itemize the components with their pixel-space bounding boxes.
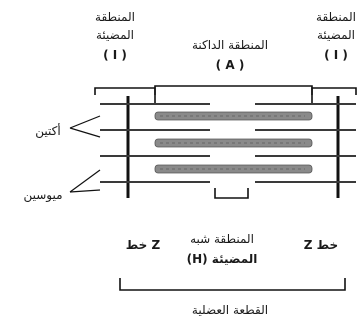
myosin-pointer <box>69 169 101 193</box>
actin-label: أكتين <box>35 124 61 138</box>
h-zone-line1: المنطقة شبه <box>190 232 254 246</box>
i-band-left-bracket <box>94 87 156 95</box>
i-band-left-line2: المضيئة <box>95 28 134 42</box>
myosin-pointer <box>69 189 101 193</box>
sarcomere-bracket <box>119 278 346 291</box>
h-zone-line2: المضيئة (H) <box>186 252 258 266</box>
z-line-right-label: خط Z <box>303 238 339 252</box>
actin-pointer <box>69 115 101 129</box>
i-band-right-bracket <box>311 87 357 95</box>
i-band-left-label: المنطقة المضيئة ( I ) <box>95 10 135 62</box>
actin-pointer <box>69 127 101 138</box>
a-band-bracket <box>154 85 313 103</box>
i-band-right-line2: المضيئة <box>316 28 355 42</box>
z-line-left-label: Z خط <box>125 238 161 252</box>
i-band-right-label: المنطقة المضيئة ( I ) <box>312 10 360 62</box>
i-band-left-code: ( I ) <box>103 48 127 62</box>
h-zone-bracket <box>214 188 249 199</box>
sarcomere-label: القطعة العضلية <box>191 303 269 317</box>
i-band-right-line1: المنطقة <box>316 10 356 24</box>
i-band-left-line1: المنطقة <box>95 10 135 24</box>
h-zone-label: المنطقة شبه المضيئة (H) <box>172 232 272 266</box>
a-band-line1: المنطقة الداكنة <box>191 38 269 52</box>
a-band-code: ( A ) <box>215 58 245 72</box>
a-band-label: المنطقة الداكنة ( A ) <box>175 38 285 72</box>
myosin-label: ميوسين <box>23 188 63 202</box>
i-band-right-code: ( I ) <box>324 48 348 62</box>
